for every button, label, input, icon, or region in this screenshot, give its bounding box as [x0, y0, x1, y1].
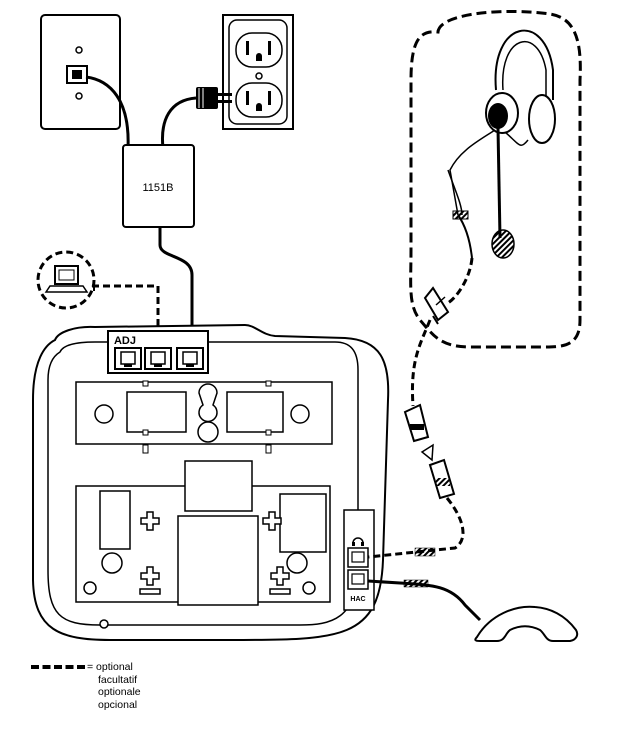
wall-jack [40, 14, 121, 130]
power-plug [196, 87, 232, 109]
headset [447, 29, 556, 259]
jack-adj [114, 347, 142, 370]
headset-connector-upper [403, 403, 430, 443]
adj-label: ADJ [114, 335, 136, 347]
headset-connector-lower [428, 458, 456, 500]
power-outlet [222, 14, 294, 130]
device-to-phone-cord [158, 227, 194, 348]
headset-optional-region [409, 9, 582, 349]
handset-port: HAC [347, 569, 369, 603]
connect-arrow [420, 443, 434, 462]
headset-cord-optional [367, 497, 465, 559]
headset-icon [352, 537, 364, 546]
legend: = optional facultatif optionale opcional [31, 661, 141, 711]
legend-optional-label: = optional [87, 661, 133, 673]
jack-line [176, 347, 204, 370]
computer-icon [44, 265, 89, 293]
jack-middle [144, 347, 172, 370]
amplifier-box: 1151B [122, 144, 195, 228]
quick-disconnect [423, 286, 450, 325]
computer-cord-optional [92, 284, 160, 348]
legend-line-es: opcional [98, 698, 138, 711]
power-cord [160, 96, 197, 149]
legend-dash-sample [31, 665, 85, 670]
device-label: 1151B [143, 182, 174, 194]
legend-line-de: optionale [98, 686, 141, 698]
legend-line-fr: facultatif [98, 673, 138, 686]
computer-optional [36, 250, 96, 310]
hac-label: HAC [350, 596, 365, 603]
handset [367, 579, 579, 642]
telephone-base: ADJ [32, 323, 390, 641]
line-cord-wall [85, 75, 130, 149]
headset-port [347, 537, 369, 568]
